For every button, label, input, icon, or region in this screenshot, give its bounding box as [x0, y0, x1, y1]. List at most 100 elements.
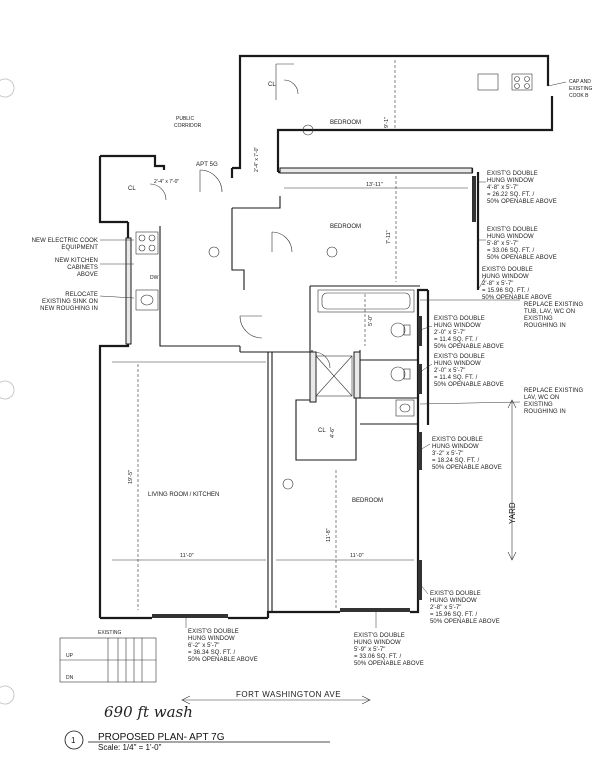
door-swings — [149, 79, 331, 369]
plumbing-fixtures — [135, 73, 533, 417]
leader-lines — [99, 81, 567, 628]
svg-text:EXISTING: EXISTING — [569, 86, 592, 92]
svg-text:LAV, WC ON: LAV, WC ON — [524, 395, 559, 401]
window-note-8-line-5: 50% OPENABLE ABOVE — [188, 657, 258, 663]
replace-note-2-line-3: EXISTING — [524, 402, 553, 408]
window-note-3-line-3: 2'-8" x 5'-7" — [482, 281, 514, 287]
svg-text:EXIST'G DOUBLE: EXIST'G DOUBLE — [188, 629, 239, 635]
replace-note-1-line-4: ROUGHING IN — [524, 323, 566, 329]
drawing-title: PROPOSED PLAN- APT 7G — [98, 732, 225, 743]
svg-text:PUBLIC: PUBLIC — [176, 116, 194, 122]
replace-note-2-line-2: LAV, WC ON — [524, 395, 559, 401]
svg-text:HUNG WINDOW: HUNG WINDOW — [434, 361, 481, 367]
window-note-3-line-5: 50% OPENABLE ABOVE — [482, 295, 552, 301]
bedroom-top-label: BEDROOM — [330, 120, 361, 126]
svg-text:= 15.96 SQ. FT. /: = 15.96 SQ. FT. / — [482, 288, 529, 294]
dw-label: DW — [150, 275, 159, 281]
svg-text:5'-9" x 5'-7": 5'-9" x 5'-7" — [354, 647, 386, 653]
svg-text:= 36.34 SQ. FT. /: = 36.34 SQ. FT. / — [188, 650, 235, 656]
window-note-1-line-4: = 26.22 SQ. FT. / — [487, 192, 534, 198]
window-note-1-line-2: HUNG WINDOW — [487, 178, 534, 184]
window-note-7-line-1: EXIST'G DOUBLE — [430, 591, 481, 597]
yard-arrow — [507, 399, 517, 561]
svg-text:EXIST'G DOUBLE: EXIST'G DOUBLE — [482, 267, 533, 273]
closet-top-label: CL — [268, 82, 276, 88]
svg-text:= 26.22 SQ. FT. /: = 26.22 SQ. FT. / — [487, 192, 534, 198]
svg-text:5'-8" x 5'-7": 5'-8" x 5'-7" — [487, 241, 519, 247]
svg-text:ROUGHING IN: ROUGHING IN — [524, 409, 566, 415]
up-label: UP — [66, 653, 74, 659]
svg-text:2'-0" x 5'-7": 2'-0" x 5'-7" — [434, 368, 466, 374]
svg-text:CAP AND: CAP AND — [569, 79, 591, 85]
svg-text:50% OPENABLE ABOVE: 50% OPENABLE ABOVE — [434, 382, 504, 388]
window-note-3-line-2: HUNG WINDOW — [482, 274, 529, 280]
window-note-4-line-3: 2'-0" x 5'-7" — [434, 330, 466, 336]
svg-text:REPLACE EXISTING: REPLACE EXISTING — [524, 302, 584, 308]
svg-text:ABOVE: ABOVE — [77, 272, 98, 278]
window-note-7-line-3: 2'-8" x 5'-7" — [430, 605, 462, 611]
window-note-6-line-5: 50% OPENABLE ABOVE — [432, 465, 502, 471]
window-note-6-line-2: HUNG WINDOW — [432, 444, 479, 450]
window-note-9-line-4: = 33.06 SQ. FT. / — [354, 654, 401, 660]
street-arrow — [181, 695, 371, 705]
svg-text:= 33.06 SQ. FT. /: = 33.06 SQ. FT. / — [487, 248, 534, 254]
cap-note-line-2: EXISTING — [569, 86, 592, 92]
closet-left-label: CL — [128, 186, 136, 192]
svg-text:2'-0" x 5'-7": 2'-0" x 5'-7" — [434, 330, 466, 336]
svg-text:HUNG WINDOW: HUNG WINDOW — [430, 598, 477, 604]
corridor-label-1: PUBLIC — [176, 116, 194, 122]
svg-text:EXIST'G DOUBLE: EXIST'G DOUBLE — [354, 633, 405, 639]
kitchen-note-line-4: CABINETS — [67, 265, 98, 271]
window-note-2-line-2: HUNG WINDOW — [487, 234, 534, 240]
window-note-7-line-2: HUNG WINDOW — [430, 598, 477, 604]
svg-text:NEW ROUGHING IN: NEW ROUGHING IN — [40, 306, 98, 312]
dim-middle-height: 7'-11" — [386, 230, 392, 244]
window-note-4-line-1: EXIST'G DOUBLE — [434, 316, 485, 322]
kitchen-note-line-1: NEW ELECTRIC COOK — [32, 238, 98, 244]
svg-text:4'-8" x 5'-7": 4'-8" x 5'-7" — [487, 185, 519, 191]
svg-text:NEW KITCHEN: NEW KITCHEN — [55, 258, 98, 264]
kitchen-note-line-3: NEW KITCHEN — [55, 258, 98, 264]
svg-text:CABINETS: CABINETS — [67, 265, 98, 271]
window-note-2-line-3: 5'-8" x 5'-7" — [487, 241, 519, 247]
svg-text:3'-2" x 5'-7": 3'-2" x 5'-7" — [432, 451, 464, 457]
svg-text:COOK B: COOK B — [569, 93, 589, 99]
window-note-3-line-1: EXIST'G DOUBLE — [482, 267, 533, 273]
bedroom-middle-label: BEDROOM — [330, 224, 361, 230]
living-room-label: LIVING ROOM / KITCHEN — [148, 492, 219, 498]
svg-text:50% OPENABLE ABOVE: 50% OPENABLE ABOVE — [487, 199, 557, 205]
svg-text:HUNG WINDOW: HUNG WINDOW — [487, 178, 534, 184]
dim-living-height: 19'-5" — [128, 470, 134, 484]
dimension-lines — [112, 60, 468, 610]
window-note-4-line-5: 50% OPENABLE ABOVE — [434, 344, 504, 350]
kitchen-note-line-5: ABOVE — [77, 272, 98, 278]
svg-text:50% OPENABLE ABOVE: 50% OPENABLE ABOVE — [188, 657, 258, 663]
window-note-1: EXIST'G DOUBLE HUNG WINDOW 4'-8" x 5'-7"… — [487, 171, 557, 205]
window-note-6: EXIST'G DOUBLE HUNG WINDOW 3'-2" x 5'-7"… — [432, 437, 502, 471]
cap-note-line-1: CAP AND — [569, 79, 591, 85]
window-note-9-line-1: EXIST'G DOUBLE — [354, 633, 405, 639]
svg-text:HUNG WINDOW: HUNG WINDOW — [432, 444, 479, 450]
dim-door-b: 2'-4" x 7'-0" — [254, 147, 260, 172]
dim-middle-width: 13'-11" — [366, 182, 383, 188]
svg-text:EQUIPMENT: EQUIPMENT — [61, 245, 98, 251]
svg-text:EXIST'G DOUBLE: EXIST'G DOUBLE — [430, 591, 481, 597]
window-note-9-line-5: 50% OPENABLE ABOVE — [354, 661, 424, 667]
window-note-8-line-4: = 36.34 SQ. FT. / — [188, 650, 235, 656]
svg-text:CORRIDOR: CORRIDOR — [174, 123, 202, 129]
replace-note-1-line-3: EXISTING — [524, 316, 553, 322]
window-note-1-line-1: EXIST'G DOUBLE — [487, 171, 538, 177]
window-note-3-line-4: = 15.96 SQ. FT. / — [482, 288, 529, 294]
window-note-5-line-2: HUNG WINDOW — [434, 361, 481, 367]
room-labels: PUBLIC CORRIDOR APT 5G CL CL CL BEDROOM … — [66, 82, 383, 681]
drawing-number: 1 — [71, 736, 76, 745]
window-note-9-line-3: 5'-9" x 5'-7" — [354, 647, 386, 653]
kitchen-note-line-2: EQUIPMENT — [61, 245, 98, 251]
svg-text:HUNG WINDOW: HUNG WINDOW — [487, 234, 534, 240]
svg-text:EXIST'G DOUBLE: EXIST'G DOUBLE — [432, 437, 483, 443]
svg-text:50% OPENABLE ABOVE: 50% OPENABLE ABOVE — [430, 619, 500, 625]
svg-text:HUNG WINDOW: HUNG WINDOW — [434, 323, 481, 329]
svg-text:50% OPENABLE ABOVE: 50% OPENABLE ABOVE — [482, 295, 552, 301]
dim-living-width: 11'-0" — [180, 553, 194, 559]
window-note-5-line-4: = 11.4 SQ. FT. / — [434, 375, 478, 381]
